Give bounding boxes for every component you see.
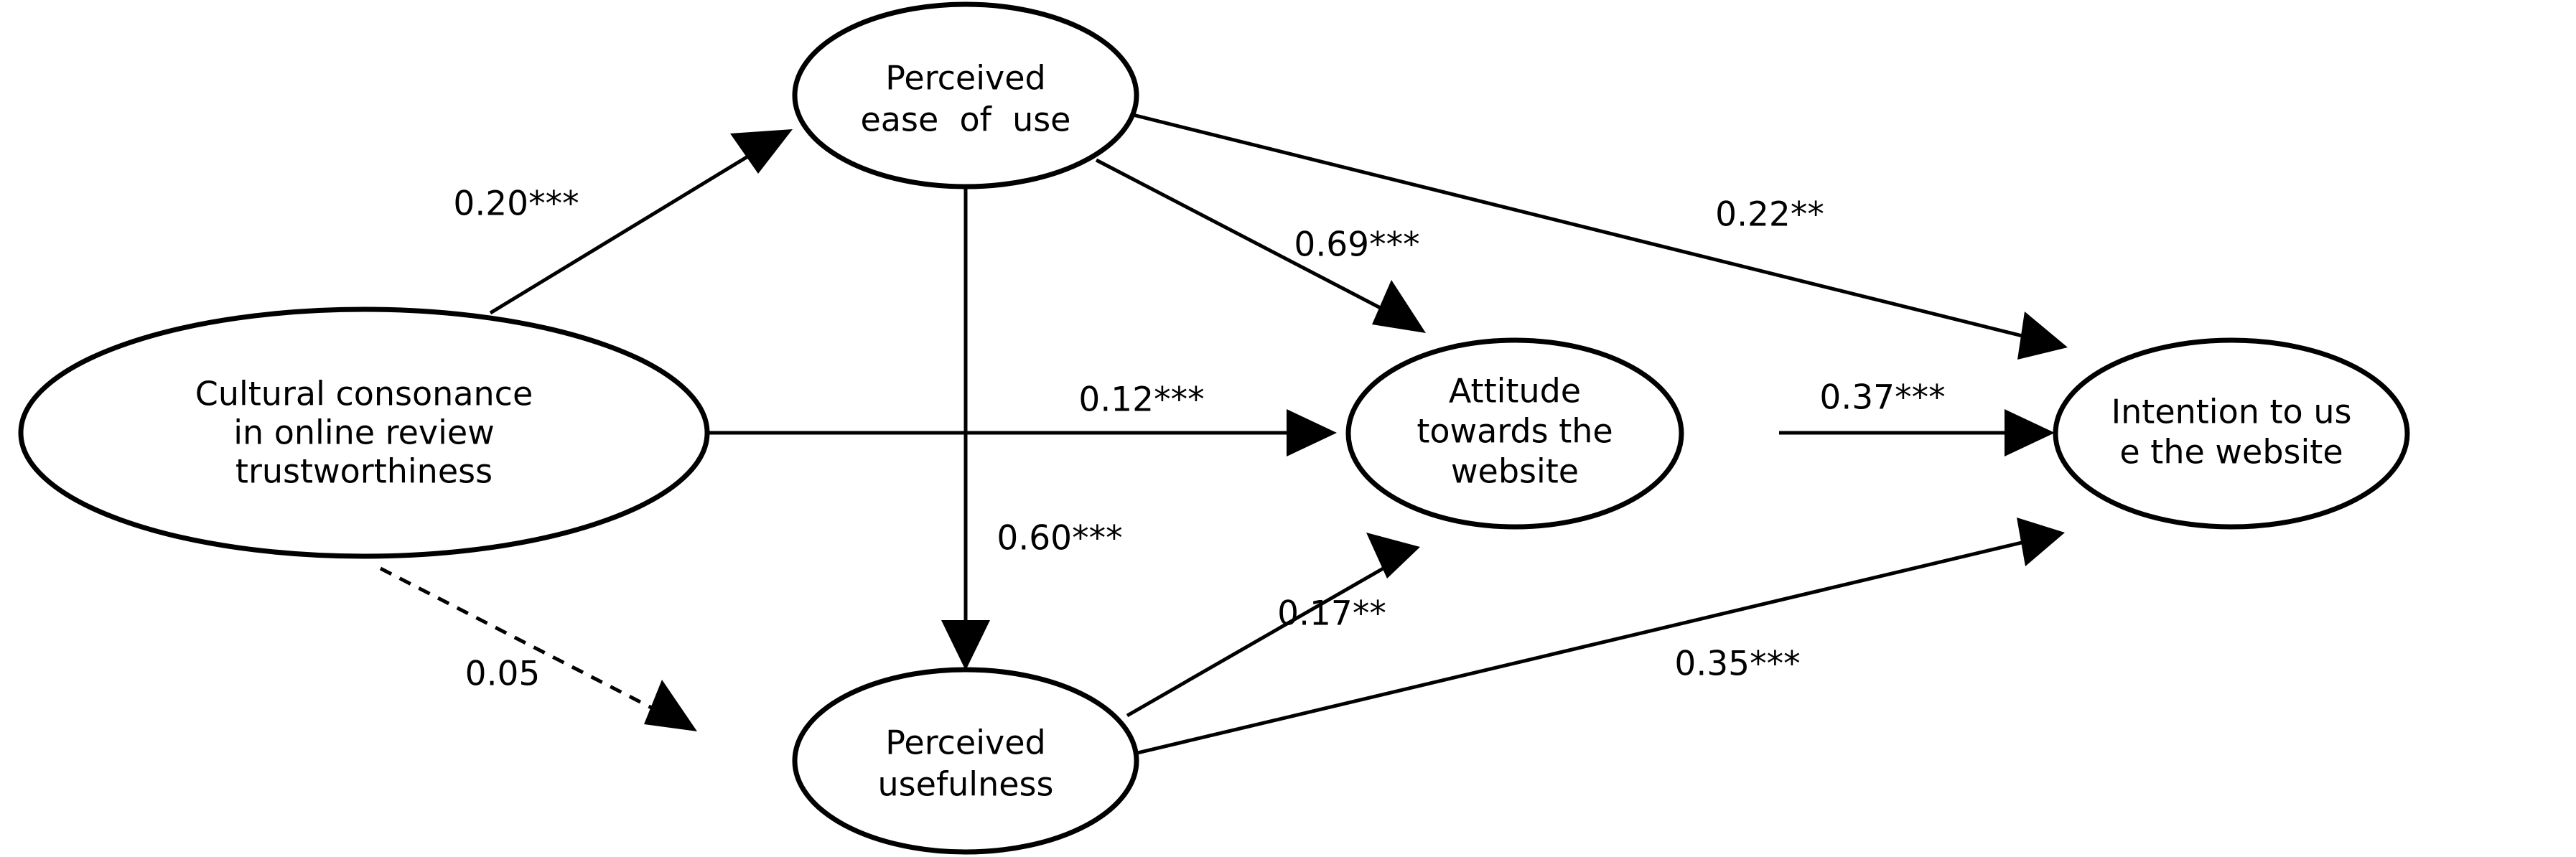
arrowhead-cc-to-peou — [730, 129, 793, 174]
path-peou-to-pu: 0.60*** — [941, 188, 1123, 670]
arrowhead-pu-to-intention — [2017, 518, 2065, 566]
path-pu-to-intention: 0.35*** — [1134, 518, 2065, 756]
node-perceived-usefulness[interactable]: Perceived usefulness — [792, 667, 1139, 855]
node-ellipse-intention-to-use-website[interactable] — [2053, 337, 2410, 530]
node-intention-to-use-website[interactable]: Intention to us e the website — [2053, 337, 2410, 530]
path-peou-to-intention: 0.22** — [1132, 113, 2068, 360]
node-label-perceived-usefulness-line2: usefulness — [878, 765, 1054, 804]
node-label-attitude-line1: Attitude — [1449, 372, 1581, 411]
path-peou-to-attitude: 0.69*** — [1095, 158, 1426, 333]
node-label-cultural-consonance-line1: Cultural consonance — [195, 375, 533, 413]
node-perceived-ease-of-use[interactable]: Perceived ease of use — [792, 1, 1139, 189]
path-cc-to-peou: 0.20*** — [453, 129, 793, 315]
node-label-perceived-usefulness-line1: Perceived — [885, 723, 1045, 762]
coef-pu-to-attitude: 0.17** — [1277, 594, 1386, 634]
arrowhead-peou-to-attitude — [1372, 280, 1426, 333]
node-ellipse-perceived-usefulness[interactable] — [792, 667, 1139, 855]
node-label-perceived-ease-of-use-line2: ease of use — [860, 100, 1070, 139]
edge-line-cc-to-pu — [379, 566, 666, 716]
coef-peou-to-intention: 0.22** — [1715, 195, 1824, 235]
node-label-attitude-line2: towards the — [1417, 412, 1613, 451]
arrowhead-cc-to-pu — [644, 680, 697, 731]
coef-attitude-to-intention: 0.37*** — [1819, 378, 1945, 418]
node-label-attitude-line3: website — [1451, 452, 1579, 491]
path-attitude-to-intention: 0.37*** — [1779, 378, 2055, 456]
coef-cc-to-attitude: 0.12*** — [1078, 380, 1204, 420]
arrowhead-attitude-to-intention — [2005, 409, 2055, 456]
coef-peou-to-attitude: 0.69*** — [1294, 225, 1419, 265]
node-ellipse-perceived-ease-of-use[interactable] — [792, 1, 1139, 189]
arrowhead-peou-to-intention — [2017, 312, 2068, 360]
edge-line-peou-to-intention — [1132, 113, 2029, 339]
node-label-perceived-ease-of-use-line1: Perceived — [885, 59, 1045, 98]
coef-cc-to-pu: 0.05 — [465, 655, 541, 694]
edge-line-pu-to-attitude — [1126, 565, 1387, 718]
coef-peou-to-pu: 0.60*** — [997, 519, 1122, 558]
edge-line-peou-to-attitude — [1095, 158, 1394, 317]
path-cc-to-pu: 0.05 — [379, 566, 697, 731]
arrowhead-pu-to-attitude — [1366, 533, 1420, 579]
path-pu-to-attitude: 0.17** — [1126, 533, 1420, 718]
coef-pu-to-intention: 0.35*** — [1674, 645, 1800, 684]
coef-cc-to-peou: 0.20*** — [453, 184, 579, 224]
arrowhead-cc-to-attitude — [1287, 409, 1337, 456]
node-label-cultural-consonance-line2: in online review — [233, 413, 495, 452]
node-label-intention-line1: Intention to us — [2111, 393, 2352, 431]
node-ellipse-cultural-consonance[interactable] — [18, 306, 710, 559]
node-label-intention-line2: e the website — [2119, 433, 2343, 472]
arrowhead-peou-to-pu — [941, 620, 990, 670]
edge-line-cc-to-peou — [489, 145, 765, 315]
path-cc-to-attitude: 0.12*** — [707, 380, 1337, 456]
node-attitude-towards-website[interactable]: Attitude towards the website — [1345, 337, 1684, 530]
node-label-cultural-consonance-line3: trustworthiness — [235, 452, 493, 491]
node-ellipse-attitude-towards-website[interactable] — [1345, 337, 1684, 530]
node-cultural-consonance[interactable]: Cultural consonance in online review tru… — [18, 306, 710, 559]
edge-line-pu-to-intention — [1134, 540, 2025, 756]
